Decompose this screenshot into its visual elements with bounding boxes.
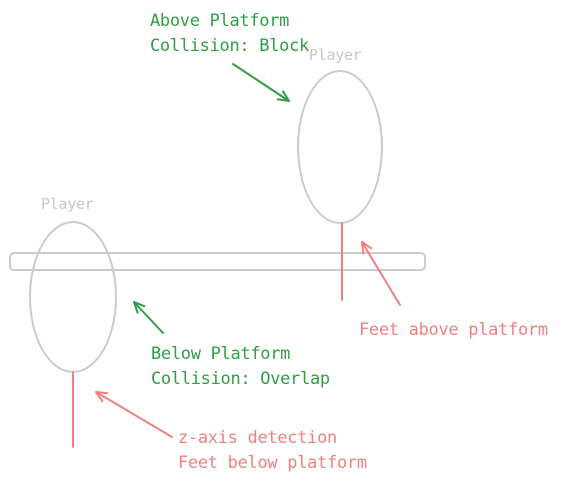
player-label-below: Player bbox=[41, 195, 94, 213]
annotation-above-line1: Above Platform bbox=[150, 11, 290, 31]
player-label-above: Player bbox=[309, 46, 362, 64]
annotation-below-line2: Collision: Overlap bbox=[151, 369, 330, 389]
platform bbox=[9, 252, 426, 271]
player-body-above bbox=[297, 70, 383, 224]
annotation-feet-above: Feet above platform bbox=[359, 320, 548, 340]
player-body-below bbox=[29, 221, 117, 373]
arrow-above-platform bbox=[232, 63, 290, 102]
arrow-feet-below bbox=[95, 391, 173, 438]
arrow-feet-above bbox=[361, 241, 401, 306]
annotation-below-line1: Below Platform bbox=[151, 344, 291, 364]
arrow-below-platform bbox=[133, 301, 164, 334]
annotation-above-line2: Collision: Block bbox=[150, 36, 309, 56]
annotation-feet-below-line1: z-axis detection bbox=[178, 428, 337, 448]
annotation-feet-below-line2: Feet below platform bbox=[178, 453, 367, 473]
